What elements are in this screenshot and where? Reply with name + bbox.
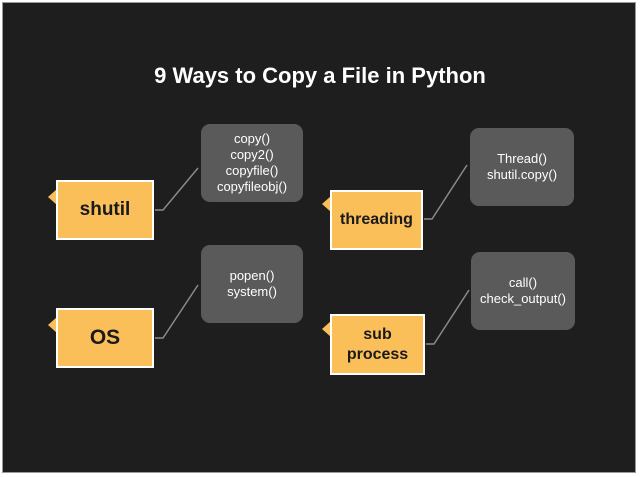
box-subprocess-methods: call() check_output(): [471, 252, 575, 330]
node-subprocess: sub process: [330, 314, 425, 375]
method-copyfile: copyfile(): [225, 163, 279, 178]
method-copy2: copy2(): [230, 147, 274, 162]
box-shutil-methods: copy() copy2() copyfile() copyfileobj(): [201, 124, 303, 202]
node-threading: threading: [330, 190, 423, 250]
box-os-methods: popen() system(): [201, 245, 303, 323]
node-os-notch: [48, 317, 57, 333]
node-os-label: OS: [89, 326, 121, 349]
method-thread: Thread(): [497, 151, 547, 166]
node-subprocess-label-line1: sub: [363, 325, 392, 343]
method-popen: popen(): [229, 268, 275, 283]
node-threading-notch: [322, 196, 331, 212]
method-copyfileobj: copyfileobj(): [216, 179, 288, 194]
node-shutil-label: shutil: [79, 199, 131, 220]
method-shutil-copy: shutil.copy(): [486, 167, 558, 182]
method-check-output: check_output(): [480, 291, 566, 306]
node-shutil: shutil: [56, 180, 154, 240]
node-threading-label: threading: [340, 211, 413, 228]
method-system: system(): [227, 284, 277, 299]
node-shutil-notch: [48, 189, 57, 205]
diagram-title: 9 Ways to Copy a File in Python: [154, 63, 486, 88]
node-os: OS: [56, 308, 154, 368]
box-threading-methods: Thread() shutil.copy(): [470, 128, 574, 206]
method-call: call(): [508, 275, 538, 290]
node-subprocess-label-line2: process: [346, 345, 409, 363]
node-subprocess-notch: [322, 321, 331, 337]
method-copy: copy(): [233, 131, 271, 146]
